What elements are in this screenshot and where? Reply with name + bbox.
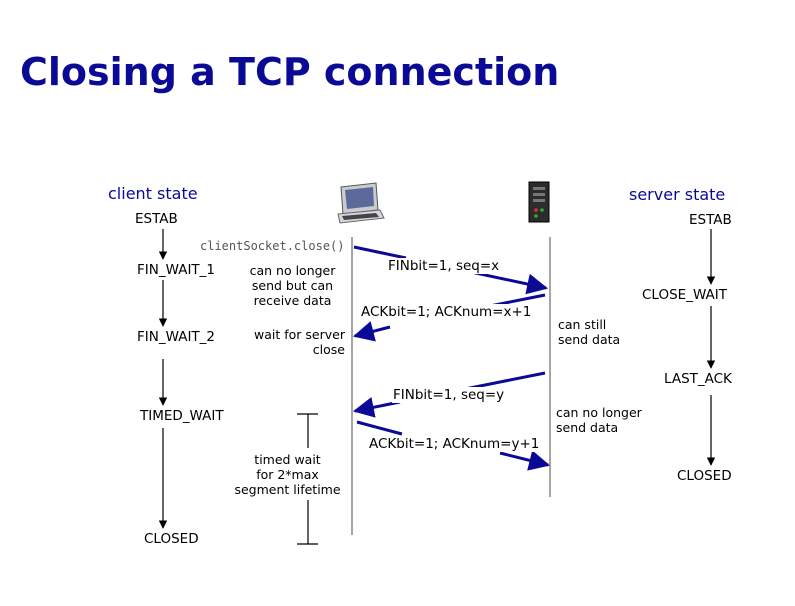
client-state-timed-wait: TIMED_WAIT xyxy=(140,408,224,424)
ack-client-arrow xyxy=(356,420,548,465)
server-state-close-wait: CLOSE_WAIT xyxy=(642,287,728,303)
server-state-last-ack: LAST_ACK xyxy=(664,371,732,387)
fin-wait-2-note: wait for server close xyxy=(254,327,345,357)
server-tower-icon xyxy=(528,181,550,223)
client-state-fin-wait-1: FIN_WAIT_1 xyxy=(137,262,216,278)
fin-client-message: FINbit=1, seq=x xyxy=(387,258,501,274)
client-state-estab: ESTAB xyxy=(135,211,178,227)
ack-server-message: ACKbit=1; ACKnum=x+1 xyxy=(360,304,533,320)
timed-wait-note: timed wait for 2*max segment lifetime xyxy=(234,452,341,497)
desktop-computer-icon xyxy=(337,182,385,224)
client-state-fin-wait-2: FIN_WAIT_2 xyxy=(137,329,216,345)
page-title: Closing a TCP connection xyxy=(20,50,560,94)
client-state-closed: CLOSED xyxy=(144,531,199,547)
client-state-heading: client state xyxy=(108,184,198,203)
timed-wait-bracket xyxy=(297,413,318,545)
server-state-closed: CLOSED xyxy=(677,468,732,484)
close-wait-note: can still send data xyxy=(558,317,621,347)
last-ack-note: can no longer send data xyxy=(556,405,642,435)
server-state-heading: server state xyxy=(629,185,726,204)
ack-client-message: ACKbit=1; ACKnum=y+1 xyxy=(368,436,541,452)
client-close-call: clientSocket.close() xyxy=(200,239,345,253)
fin-server-message: FINbit=1, seq=y xyxy=(392,387,506,403)
fin-wait-1-note: can no longer send but can receive data xyxy=(249,263,336,308)
server-state-estab: ESTAB xyxy=(689,212,732,228)
